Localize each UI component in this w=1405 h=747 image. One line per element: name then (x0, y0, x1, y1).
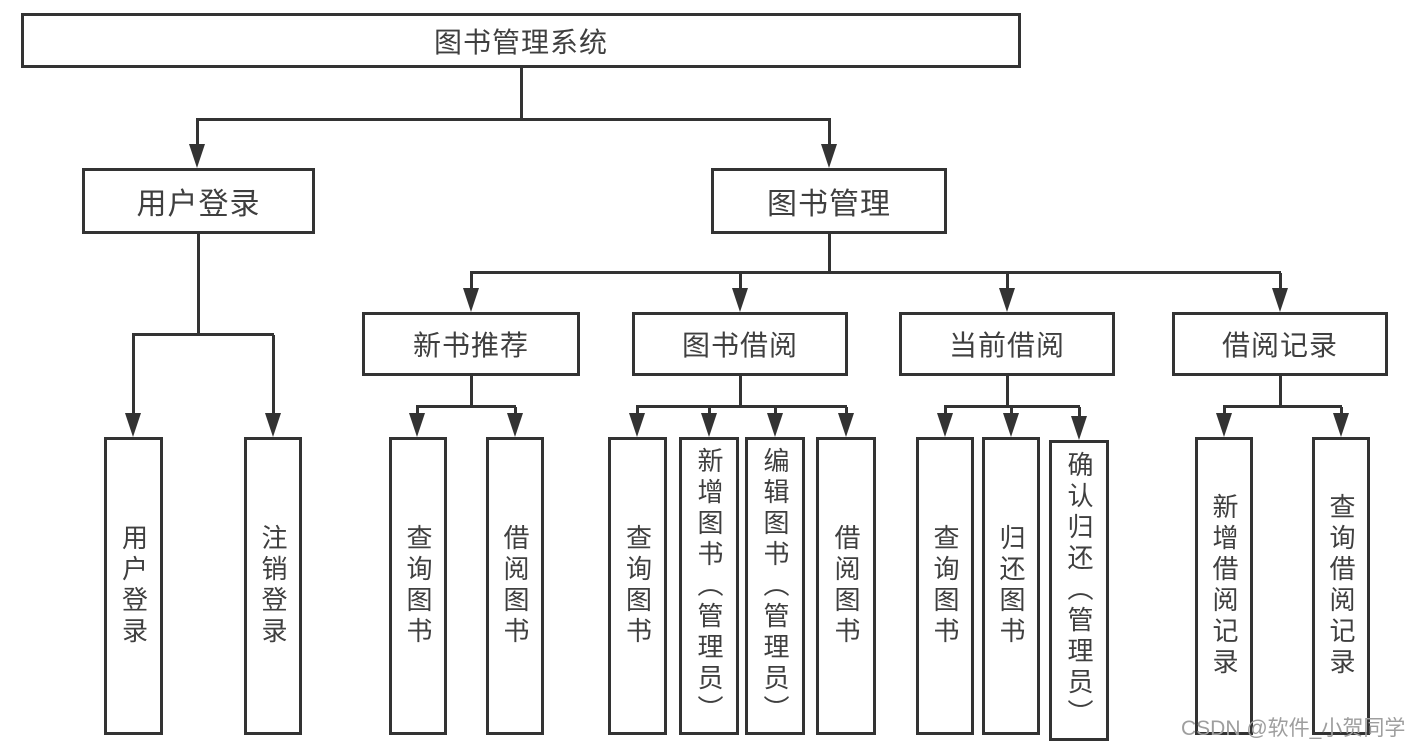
connector-vline (828, 234, 831, 273)
connector-vline (470, 376, 473, 407)
connector-vline (1010, 407, 1013, 415)
connector-hline (470, 271, 1281, 274)
leaf-query-books-current: 查询图书 (916, 437, 974, 735)
leaf-query-borrow-record-label: 查询借阅记录 (1326, 493, 1356, 679)
arrowhead-down-icon (937, 413, 953, 437)
node-book-management: 图书管理 (711, 168, 947, 234)
arrowhead-down-icon (463, 288, 479, 312)
arrowhead-down-icon (821, 144, 837, 168)
leaf-confirm-return-admin-label: 确认归还（管理员） (1064, 451, 1094, 730)
node-current-borrowing: 当前借阅 (899, 312, 1115, 376)
leaf-query-books-current-label: 查询图书 (930, 524, 960, 648)
connector-vline (272, 335, 275, 414)
connector-vline (1006, 273, 1009, 290)
connector-vline (1078, 407, 1081, 417)
leaf-return-books-label: 归还图书 (996, 524, 1026, 648)
arrowhead-down-icon (838, 413, 854, 437)
connector-vline (828, 121, 831, 146)
connector-vline (636, 407, 639, 415)
leaf-borrow-books-recommend: 借阅图书 (486, 437, 544, 735)
leaf-edit-books-admin: 编辑图书（管理员） (745, 437, 805, 735)
leaf-logout-label: 注销登录 (258, 524, 288, 648)
connector-vline (470, 273, 473, 290)
leaf-confirm-return-admin: 确认归还（管理员） (1049, 440, 1109, 741)
arrowhead-down-icon (125, 413, 141, 437)
arrowhead-down-icon (1216, 413, 1232, 437)
node-user-login: 用户登录 (82, 168, 315, 234)
connector-vline (1279, 273, 1282, 290)
arrowhead-down-icon (265, 413, 281, 437)
arrowhead-down-icon (1272, 288, 1288, 312)
connector-vline (845, 407, 848, 415)
connector-vline (1006, 376, 1009, 407)
node-book-borrowing-label: 图书借阅 (681, 330, 798, 361)
csdn-watermark: CSDN @软件_小贺同学 (1181, 717, 1405, 740)
leaf-borrow-books-recommend-label: 借阅图书 (500, 524, 530, 648)
leaf-query-borrow-record: 查询借阅记录 (1312, 437, 1370, 735)
arrowhead-down-icon (409, 413, 425, 437)
connector-hline (132, 333, 274, 336)
connector-vline (132, 335, 135, 414)
arrowhead-down-icon (1071, 416, 1087, 440)
connector-vline (514, 407, 517, 415)
leaf-logout: 注销登录 (244, 437, 302, 735)
connector-vline (774, 407, 777, 415)
leaf-borrow-books: 借阅图书 (816, 437, 876, 735)
leaf-add-borrow-record: 新增借阅记录 (1195, 437, 1253, 735)
connector-hline (196, 118, 831, 121)
connector-vline (1279, 376, 1282, 407)
connector-vline (944, 407, 947, 415)
connector-vline (739, 273, 742, 290)
arrowhead-down-icon (507, 413, 523, 437)
connector-vline (197, 234, 200, 335)
connector-vline (416, 407, 419, 415)
arrowhead-down-icon (732, 288, 748, 312)
node-current-borrowing-label: 当前借阅 (948, 330, 1065, 361)
node-user-login-label: 用户登录 (136, 188, 261, 221)
connector-vline (1223, 407, 1226, 415)
connector-hline (636, 405, 847, 408)
arrowhead-down-icon (1003, 413, 1019, 437)
leaf-edit-books-admin-label: 编辑图书（管理员） (760, 446, 790, 726)
leaf-query-books-borrowing-label: 查询图书 (622, 524, 653, 648)
arrowhead-down-icon (629, 413, 645, 437)
node-book-borrowing: 图书借阅 (632, 312, 848, 376)
leaf-query-books-recommend: 查询图书 (389, 437, 447, 735)
connector-hline (944, 405, 1080, 408)
node-new-book-recommendation: 新书推荐 (362, 312, 580, 376)
node-book-management-label: 图书管理 (767, 188, 891, 221)
arrowhead-down-icon (189, 144, 205, 168)
connector-vline (520, 68, 523, 120)
leaf-user-login-label: 用户登录 (118, 524, 149, 648)
leaf-add-books-admin: 新增图书（管理员） (679, 437, 739, 735)
connector-vline (196, 121, 199, 146)
arrowhead-down-icon (701, 413, 717, 437)
connector-vline (739, 376, 742, 407)
connector-vline (708, 407, 711, 415)
node-root-library-management-system: 图书管理系统 (21, 13, 1021, 68)
connector-hline (1223, 405, 1342, 408)
node-borrowing-records-label: 借阅记录 (1221, 330, 1338, 361)
leaf-return-books: 归还图书 (982, 437, 1040, 735)
leaf-add-books-admin-label: 新增图书（管理员） (694, 446, 724, 726)
leaf-add-borrow-record-label: 新增借阅记录 (1209, 493, 1239, 679)
leaf-user-login: 用户登录 (104, 437, 163, 735)
leaf-query-books-recommend-label: 查询图书 (403, 524, 433, 648)
arrowhead-down-icon (1333, 413, 1349, 437)
connector-vline (1340, 407, 1343, 415)
leaf-borrow-books-label: 借阅图书 (831, 524, 861, 648)
arrowhead-down-icon (999, 288, 1015, 312)
leaf-query-books-borrowing: 查询图书 (608, 437, 667, 735)
node-borrowing-records: 借阅记录 (1172, 312, 1388, 376)
connector-hline (416, 405, 516, 408)
arrowhead-down-icon (767, 413, 783, 437)
node-root-label: 图书管理系统 (433, 26, 608, 58)
node-new-book-recommendation-label: 新书推荐 (412, 330, 529, 361)
